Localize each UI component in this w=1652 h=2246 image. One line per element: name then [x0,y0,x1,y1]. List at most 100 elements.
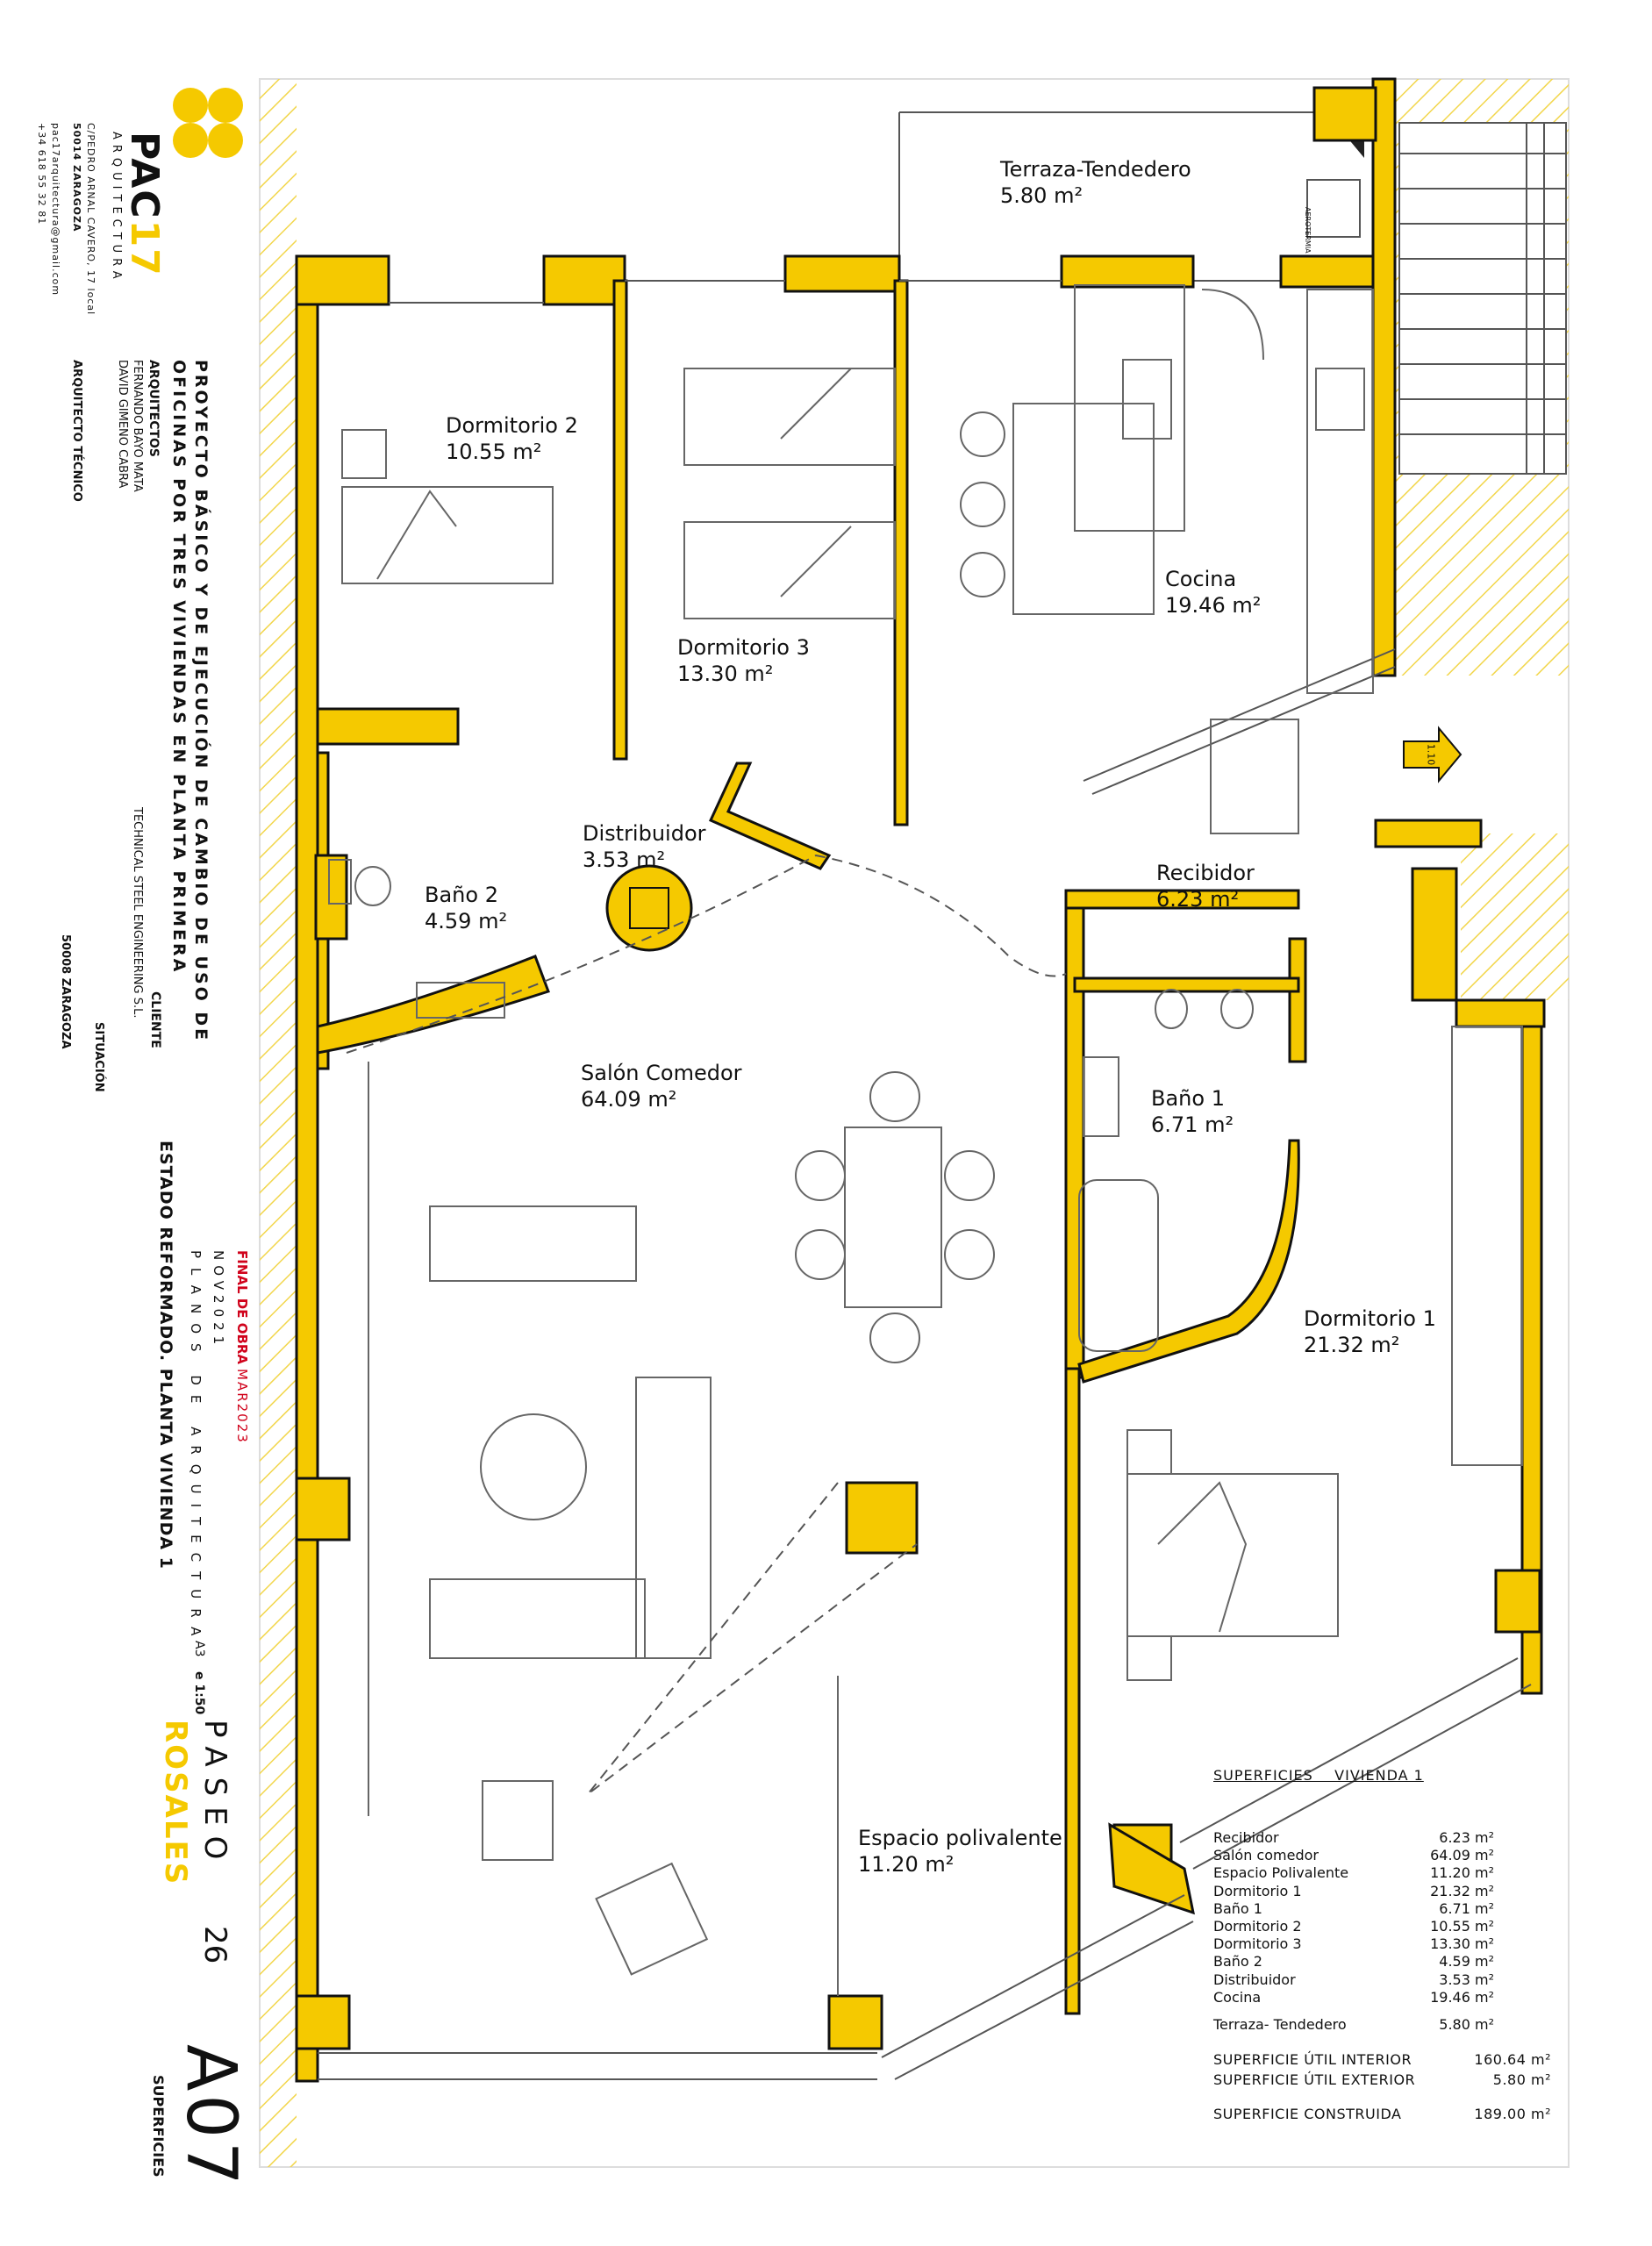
row-value: 5.80 m² [1492,2071,1551,2088]
room-area: 10.55 m² [446,440,542,464]
dorm3-corner-wall [708,762,832,870]
room-recibidor: Recibidor 6.23 m² [1156,860,1255,912]
room-bano-2: Baño 2 4.59 m² [425,882,507,934]
row-name: Dormitorio 3 [1213,1935,1302,1953]
aerotermia-label: AEROTERMIA [1304,207,1312,254]
surfaces-row-terraza: Terraza- Tendedero 5.80 m² [1213,2016,1494,2033]
sheet-name: SUPERFICIES [150,2075,167,2178]
room-bano-1: Baño 1 6.71 m² [1151,1085,1234,1138]
bath1-curve-wall [1077,1139,1300,1384]
surfaces-row: Dormitorio 3 13.30 m² [1213,1935,1494,1952]
architects-label: ARQUITECTOS [147,360,161,458]
kitchen-furniture [960,284,1374,834]
firm-subtitle: ARQUITECTURA [110,132,123,284]
room-name: Dormitorio 1 [1304,1306,1436,1331]
room-name: Recibidor [1156,861,1255,885]
room-area: 64.09 m² [581,1087,677,1112]
room-name: Dormitorio 3 [677,635,810,660]
room-area: 19.46 m² [1165,593,1262,618]
room-area: 21.32 m² [1304,1333,1400,1357]
room-area: 6.71 m² [1151,1112,1234,1137]
surfaces-util-interior: SUPERFICIE ÚTIL INTERIOR 160.64 m² [1213,2051,1551,2068]
room-name: Baño 2 [425,883,498,907]
room-name: Cocina [1165,567,1237,591]
firm-address: C/PEDRO ARNAL CAVERO, 17 local [85,123,97,316]
status-date: MAR2023 [234,1369,250,1444]
room-dormitorio-1: Dormitorio 1 21.32 m² [1304,1305,1436,1358]
row-value: 3.53 m² [1439,1971,1494,1988]
row-value: 160.64 m² [1474,2051,1551,2068]
row-name: SUPERFICIE ÚTIL EXTERIOR [1213,2071,1416,2088]
status-label: FINAL DE OBRA [234,1250,250,1365]
client-label: CLIENTE [148,991,162,1048]
room-espacio-polivalente: Espacio polivalente 11.20 m² [858,1825,1062,1878]
distribuidor-table [605,864,693,952]
row-name: Baño 2 [1213,1953,1262,1971]
sheet-code: A07 [171,2044,250,2189]
firm-email: pac17arquitectura@gmail.com [50,123,61,297]
room-name: Distribuidor [583,821,706,846]
row-name: Dormitorio 1 [1213,1882,1302,1899]
firm-name: PAC17 [122,132,167,277]
row-name: Espacio Polivalente [1213,1864,1349,1882]
surfaces-row: Espacio Polivalente 11.20 m² [1213,1864,1494,1881]
sheet-format: A3 [192,1641,206,1657]
title-block: PAC17 ARQUITECTURA C/PEDRO ARNAL CAVERO,… [0,79,263,2189]
room-area: 5.80 m² [1000,183,1083,208]
room-area: 4.59 m² [425,909,508,933]
firm-name-a: PAC [122,132,167,220]
stair [1398,122,1567,475]
row-value: 21.32 m² [1430,1882,1494,1899]
room-name: Dormitorio 2 [446,413,578,438]
row-name: SUPERFICIE CONSTRUIDA [1213,2106,1402,2122]
surfaces-row: Distribuidor 3.53 m² [1213,1971,1494,1988]
room-salon-comedor: Salón Comedor 64.09 m² [581,1060,742,1112]
room-name: Baño 1 [1151,1086,1225,1111]
tech-label: ARQUITECTO TÉCNICO [70,360,83,502]
scale: e 1:50 [192,1671,206,1715]
row-name: Dormitorio 2 [1213,1918,1302,1935]
bedroom-furniture [341,368,1523,1681]
firm-postal: 50014 ZARAGOZA [71,123,82,232]
room-name: Terraza-Tendedero [1000,157,1191,182]
firm-phone: +34 618 55 32 81 [36,123,47,225]
room-name: Espacio polivalente [858,1826,1062,1850]
hatch-left [260,79,297,2167]
room-dormitorio-2: Dormitorio 2 10.55 m² [446,412,578,465]
street-b: ROSALES [158,1720,193,1886]
dashed-arc [346,854,1067,1054]
surfaces-row: Dormitorio 2 10.55 m² [1213,1918,1494,1935]
row-value: 13.30 m² [1430,1935,1494,1953]
row-name: Salón comedor [1213,1847,1319,1864]
surfaces-util-exterior: SUPERFICIE ÚTIL EXTERIOR 5.80 m² [1213,2071,1551,2088]
row-value: 6.71 m² [1439,1899,1494,1917]
surfaces-row: Recibidor 6.23 m² [1213,1829,1494,1846]
row-value: 189.00 m² [1474,2106,1551,2122]
row-name: Distribuidor [1213,1971,1296,1988]
firm-name-b: 17 [122,219,167,277]
dashed-projection [587,1482,918,1795]
row-value: 11.20 m² [1430,1864,1494,1882]
row-value: 6.23 m² [1439,1829,1494,1846]
room-distribuidor: Distribuidor 3.53 m² [583,820,706,873]
row-name: Terraza- Tendedero [1213,2016,1347,2033]
row-value: 5.80 m² [1439,2016,1494,2033]
bath-fixtures [328,859,1254,1352]
situation-label: SITUACIÓN [92,1022,105,1092]
surfaces-row: Salón comedor 64.09 m² [1213,1847,1494,1863]
level-arrow-icon [1403,726,1462,783]
firm-logo-icon [173,88,243,158]
walls [295,77,1546,2083]
room-area: 3.53 m² [583,848,666,872]
row-value: 10.55 m² [1430,1918,1494,1935]
drawing-title: ESTADO REFORMADO. PLANTA VIVIENDA 1 [156,1141,175,1570]
hatch-right-mid [1461,833,1569,1000]
row-value: 19.46 m² [1430,1988,1494,2006]
plans-label: PLANOS DE ARQUITECTURA [188,1250,204,1646]
row-value: 64.09 m² [1430,1847,1494,1864]
row-name: Recibidor [1213,1829,1279,1846]
project-date: NOV2021 [211,1250,226,1350]
